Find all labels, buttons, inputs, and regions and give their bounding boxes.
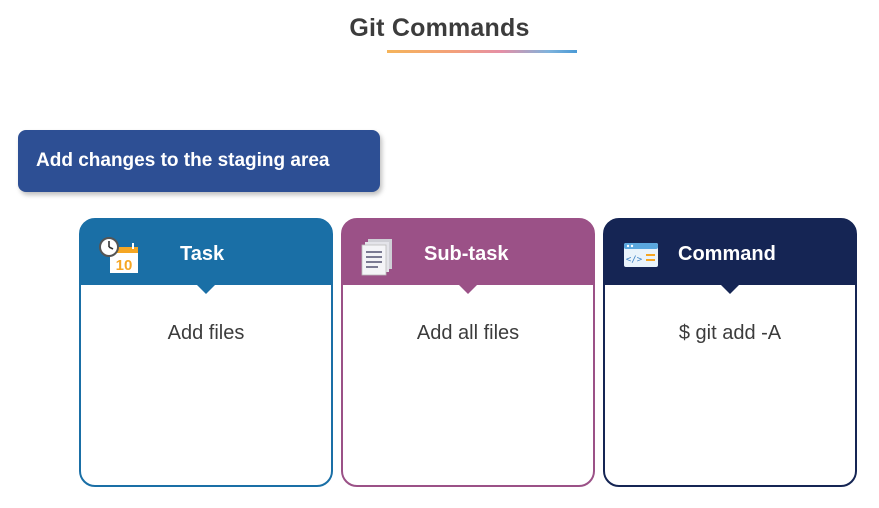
calendar-number: 10: [116, 257, 133, 274]
task-card: 10 Task Add files: [79, 218, 333, 487]
command-card-pointer: [721, 285, 739, 294]
subtask-card-title: Sub-task: [424, 243, 509, 265]
page-title: Git Commands: [349, 14, 530, 42]
calendar-clock-icon: 10: [98, 237, 138, 275]
section-heading-label: Add changes to the staging area: [36, 150, 330, 171]
command-card-header: </> Command: [604, 219, 856, 294]
title-underline: [387, 50, 577, 53]
task-card-title: Task: [180, 243, 225, 265]
subtask-card-header: Sub-task: [342, 219, 594, 294]
svg-text:</>: </>: [626, 255, 643, 265]
subtask-card: Sub-task Add all files: [341, 218, 595, 487]
subtask-card-pointer: [459, 285, 477, 294]
task-card-pointer: [197, 285, 215, 294]
code-window-icon: </>: [622, 237, 662, 275]
command-card-value: $ git add -A: [678, 322, 782, 344]
section-heading-button[interactable]: Add changes to the staging area: [18, 130, 380, 192]
subtask-card-value: Add all files: [416, 322, 520, 344]
task-card-header: 10 Task: [80, 219, 332, 294]
command-card-title: Command: [678, 243, 776, 265]
task-card-value: Add files: [167, 322, 245, 344]
command-card: </> Command $ git add -A: [603, 218, 857, 487]
document-stack-icon: [360, 237, 400, 276]
